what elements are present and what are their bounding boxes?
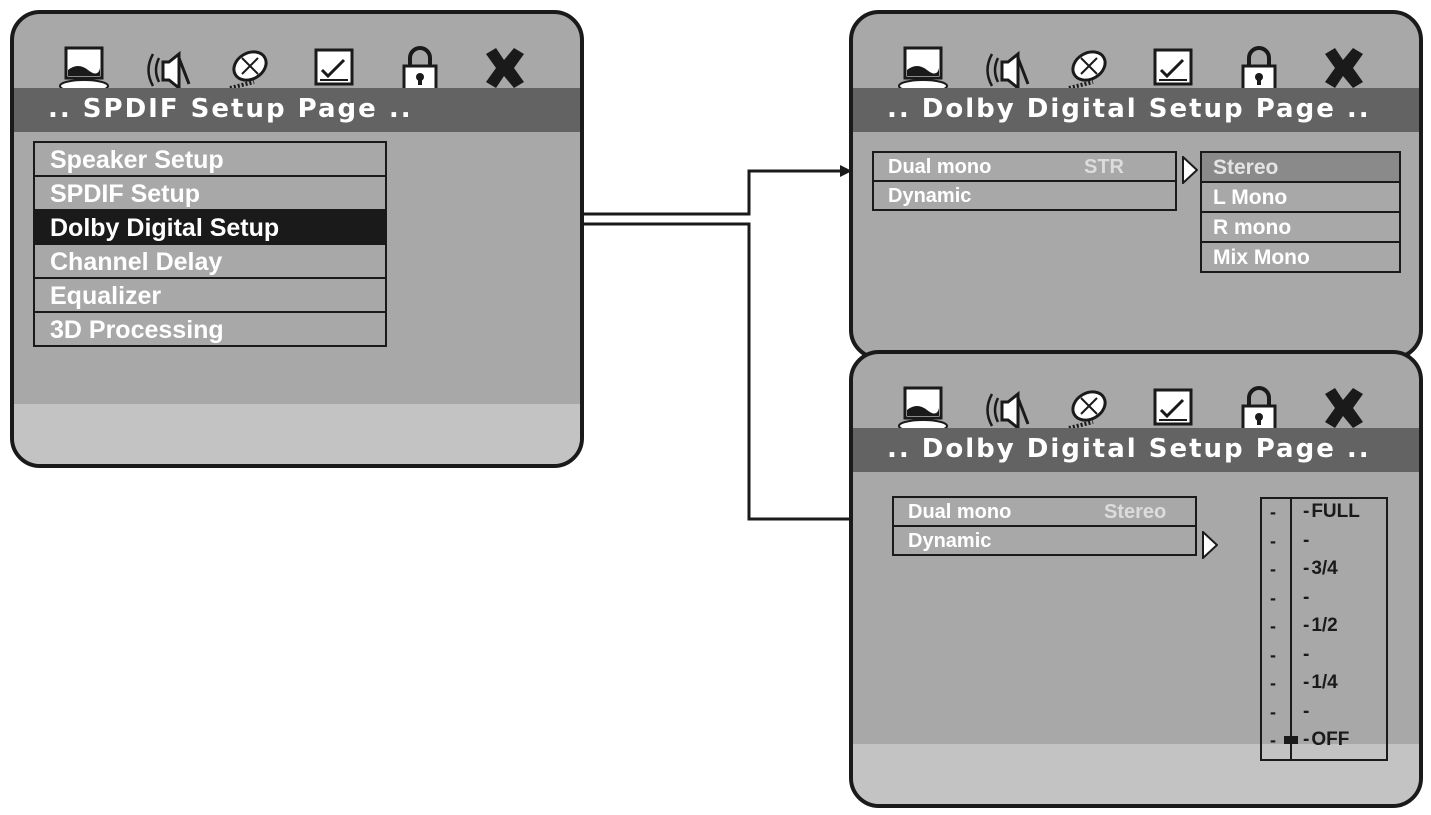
menu-item-label: Equalizer bbox=[50, 282, 162, 310]
title-bar: .. Dolby Digital Setup Page .. bbox=[853, 428, 1419, 472]
dual-mono-option[interactable]: L Mono bbox=[1200, 181, 1401, 213]
menu-item[interactable]: Speaker Setup bbox=[33, 141, 387, 177]
tick-label: -FULL bbox=[1303, 501, 1360, 522]
menu-item[interactable]: 3D Processing bbox=[33, 311, 387, 347]
menu-item-label: Dual mono bbox=[908, 501, 1012, 523]
dolby-dual-mono-panel: .. Dolby Digital Setup Page .. Dual mono… bbox=[849, 10, 1423, 360]
tick-mark: - bbox=[1270, 530, 1276, 551]
dolby-dynamic-panel: .. Dolby Digital Setup Page .. Dual mono… bbox=[849, 350, 1423, 808]
slider-tick-row: - -OFF bbox=[1262, 728, 1386, 752]
speaker-icon[interactable] bbox=[141, 40, 199, 98]
slider-tick-row: -- bbox=[1262, 700, 1386, 724]
tick-mark: - bbox=[1270, 559, 1276, 579]
submenu-arrow-icon bbox=[1202, 531, 1218, 559]
dynamic-range-slider[interactable]: --FULL----3/4----1/2----1/4----OFF bbox=[1260, 497, 1388, 761]
padlock-icon[interactable] bbox=[1231, 380, 1289, 438]
checklist-icon[interactable] bbox=[1145, 380, 1203, 438]
menu-item-label: Channel Delay bbox=[50, 248, 223, 276]
tick-label: - bbox=[1303, 643, 1310, 665]
footer-strip bbox=[14, 404, 580, 464]
tick-mark: - bbox=[1270, 701, 1276, 722]
tick-mark: - bbox=[1270, 616, 1276, 636]
menu-item[interactable]: Equalizer bbox=[33, 277, 387, 313]
dual-mono-option[interactable]: R mono bbox=[1200, 211, 1401, 243]
menu-item-label: Speaker Setup bbox=[50, 146, 224, 174]
menu-item[interactable]: Dual mono STR bbox=[872, 151, 1177, 182]
tick-label: - bbox=[1303, 586, 1310, 608]
exit-x-icon[interactable] bbox=[1313, 40, 1371, 98]
menu-item[interactable]: Dynamic bbox=[892, 525, 1197, 556]
slider-tick-row: - -FULL bbox=[1262, 500, 1386, 524]
speaker-icon[interactable] bbox=[980, 40, 1038, 98]
slider-track bbox=[1290, 497, 1292, 761]
slider-tick-row: - -1/2 bbox=[1262, 614, 1386, 638]
menu-item-value: Stereo bbox=[1104, 501, 1167, 523]
tick-mark: - bbox=[1270, 730, 1276, 750]
dual-mono-option[interactable]: Stereo bbox=[1200, 151, 1401, 183]
slider-tick-row: -- bbox=[1262, 586, 1386, 610]
menu-item[interactable]: Dual mono Stereo bbox=[892, 496, 1197, 527]
monitor-icon[interactable] bbox=[895, 380, 953, 438]
tick-label: -1/4 bbox=[1303, 672, 1338, 693]
padlock-icon[interactable] bbox=[392, 40, 450, 98]
speaker-icon[interactable] bbox=[980, 380, 1038, 438]
page-title: .. SPDIF Setup Page .. bbox=[48, 94, 413, 124]
page-title: .. Dolby Digital Setup Page .. bbox=[887, 94, 1371, 124]
tick-label: -OFF bbox=[1303, 729, 1350, 750]
submenu-arrow-icon bbox=[1182, 156, 1198, 184]
menu-item-label: 3D Processing bbox=[50, 316, 224, 344]
title-bar: .. SPDIF Setup Page .. bbox=[14, 88, 580, 132]
dolby-menu: Dual mono STR Dynamic bbox=[872, 151, 1177, 211]
menu-item-label: Dual mono bbox=[888, 156, 992, 178]
slider-tick-row: -- bbox=[1262, 529, 1386, 553]
satellite-icon[interactable] bbox=[220, 40, 278, 98]
tick-label: -3/4 bbox=[1303, 558, 1338, 579]
connector-arrowhead-upper bbox=[840, 165, 852, 177]
menu-item[interactable]: Dolby Digital Setup bbox=[33, 209, 387, 245]
slider-tick-row: -- bbox=[1262, 643, 1386, 667]
dual-mono-option[interactable]: Mix Mono bbox=[1200, 241, 1401, 273]
slider-tick-row: - -1/4 bbox=[1262, 671, 1386, 695]
connector-to-dual-mono-panel bbox=[466, 169, 850, 216]
menu-item[interactable]: Channel Delay bbox=[33, 243, 387, 279]
menu-item[interactable]: SPDIF Setup bbox=[33, 175, 387, 211]
connector-to-dynamic-panel bbox=[466, 222, 872, 521]
tick-mark: - bbox=[1270, 587, 1276, 608]
menu-item-value: STR bbox=[1084, 156, 1124, 178]
tick-mark: - bbox=[1270, 644, 1276, 665]
menu-item-label: SPDIF Setup bbox=[50, 180, 201, 208]
title-bar: .. Dolby Digital Setup Page .. bbox=[853, 88, 1419, 132]
exit-x-icon[interactable] bbox=[1313, 380, 1371, 438]
footer-strip bbox=[853, 744, 1419, 804]
menu-item-label: Dynamic bbox=[908, 530, 992, 552]
tick-label: - bbox=[1303, 529, 1310, 551]
menu-item-label: Dynamic bbox=[888, 185, 972, 207]
exit-x-icon[interactable] bbox=[474, 40, 532, 98]
checklist-icon[interactable] bbox=[1145, 40, 1203, 98]
tick-label: - bbox=[1303, 700, 1310, 722]
tick-mark: - bbox=[1270, 673, 1276, 693]
tick-mark: - bbox=[1270, 502, 1276, 522]
checklist-icon[interactable] bbox=[306, 40, 364, 98]
satellite-icon[interactable] bbox=[1059, 380, 1117, 438]
menu-item-label: Dolby Digital Setup bbox=[50, 214, 280, 242]
satellite-icon[interactable] bbox=[1059, 40, 1117, 98]
tick-label: -1/2 bbox=[1303, 615, 1338, 636]
padlock-icon[interactable] bbox=[1231, 40, 1289, 98]
menu-item[interactable]: Dynamic bbox=[872, 180, 1177, 211]
slider-thumb[interactable] bbox=[1284, 736, 1298, 744]
page-title: .. Dolby Digital Setup Page .. bbox=[887, 434, 1371, 464]
slider-tick-row: - -3/4 bbox=[1262, 557, 1386, 581]
